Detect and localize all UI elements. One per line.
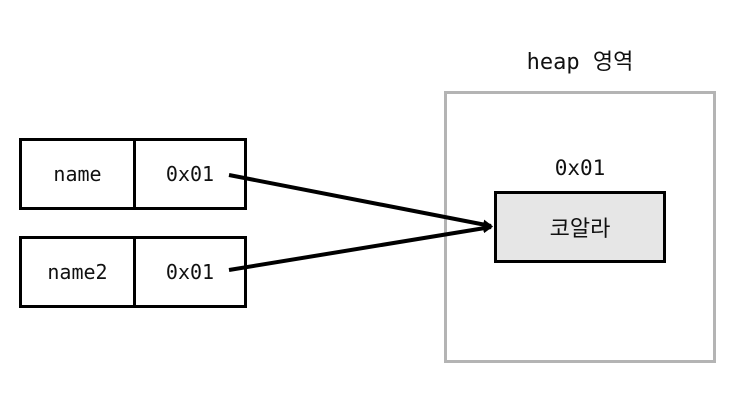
heap-object-address: 0x01 bbox=[554, 156, 606, 180]
variable-value-cell: 0x01 bbox=[165, 162, 215, 186]
variable-value-cell: 0x01 bbox=[165, 260, 215, 284]
variable-row-name: name 0x01 bbox=[19, 138, 247, 210]
heap-region-label: heap 영역 bbox=[526, 50, 634, 75]
reference-arrow-name2 bbox=[228, 223, 493, 272]
reference-arrow-name bbox=[228, 173, 493, 230]
heap-object: 코알라 bbox=[494, 191, 666, 263]
variable-name-cell: name bbox=[22, 141, 136, 207]
variable-name-cell: name2 bbox=[22, 239, 136, 305]
variable-row-name2: name2 0x01 bbox=[19, 236, 247, 308]
heap-object-value: 코알라 bbox=[549, 217, 611, 242]
